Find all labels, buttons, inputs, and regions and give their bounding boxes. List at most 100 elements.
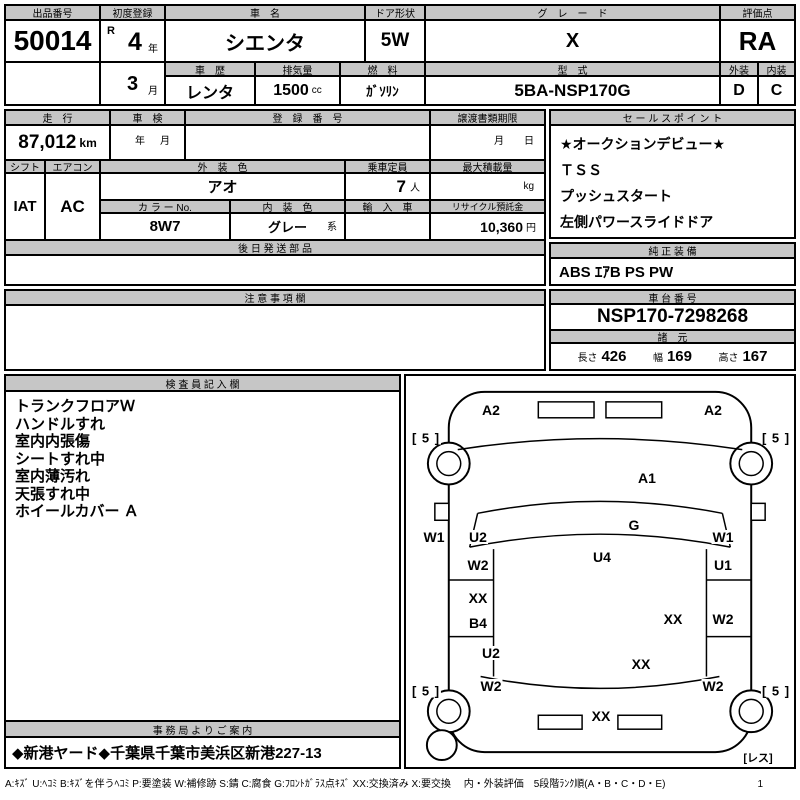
inspector-note-item: トランクフロアＷ [15, 398, 136, 415]
damage-marker-5-2: [ 5 ] [410, 430, 442, 446]
damage-marker-G-8: G [627, 517, 641, 533]
interior-color-value: グレー [267, 220, 307, 235]
damage-marker-5-3: [ 5 ] [760, 430, 792, 446]
history-value: レンタ [165, 76, 255, 105]
damage-marker-W2-17: W2 [479, 678, 503, 694]
aircon-label: エアコン [45, 160, 100, 173]
length-label: 長さ [577, 353, 598, 364]
length-value: 426 [601, 348, 627, 365]
width-value: 169 [666, 348, 692, 365]
capacity-value: 7 [396, 176, 406, 196]
registration-number-label: 登 録 番 号 [185, 110, 430, 125]
color-number-value: 8W7 [100, 213, 230, 240]
score-value: RA [720, 20, 795, 62]
registration-year: 4 [128, 28, 142, 56]
first-registration-label: 初度登録 [100, 5, 165, 20]
import-label: 輸 入 車 [345, 200, 430, 213]
registration-number-value-cell [185, 125, 430, 160]
fuel-label: 燃 料 [340, 62, 425, 76]
inspector-notes-label: 検 査 員 記 入 欄 [5, 375, 400, 391]
max-load-unit: kg [523, 181, 534, 192]
exterior-color-label: 外 装 色 [100, 160, 345, 173]
capacity-label: 乗車定員 [345, 160, 430, 173]
model-code-value: 5BA-NSP170G [425, 76, 720, 105]
inspector-note-item: 室内薄汚れ [15, 468, 91, 485]
transfer-month-unit: 月 [494, 136, 504, 147]
damage-marker-U2-16: U2 [481, 645, 501, 661]
capacity-unit: 人 [410, 183, 420, 194]
interior-grade-label: 内装 [758, 62, 795, 76]
height-label: 高さ [718, 353, 739, 364]
sales-point-item: プッシュスタート [560, 188, 672, 204]
score-label: 評価点 [720, 5, 795, 20]
damage-marker-A2-1: A2 [703, 402, 723, 418]
sales-point-item: ＴＳＳ [560, 162, 602, 178]
import-value-cell [345, 213, 430, 240]
displacement-unit: cc [311, 85, 322, 96]
damage-marker-A2-0: A2 [481, 402, 501, 418]
aircon-value: AC [45, 173, 100, 240]
later-shipped-parts-value-cell [5, 255, 545, 285]
legend-text: A:ｷｽﾞ U:ﾍｺﾐ B:ｷｽﾞを伴うﾍｺﾐ P:要塗装 W:補修跡 S:錆 … [5, 779, 666, 790]
damage-marker-W1-10: W1 [711, 529, 735, 545]
displacement-value-cell: 1500 cc [255, 76, 340, 105]
damage-marker-XX-18: XX [630, 656, 652, 672]
model-code-label: 型 式 [425, 62, 720, 76]
chassis-number-label: 車 台 番 号 [550, 290, 795, 304]
interior-grade-value: C [758, 76, 795, 105]
inspection-expiry-label: 車 検 [110, 110, 185, 125]
damage-marker-U4-9: U4 [592, 549, 612, 565]
page-number: 1 [757, 779, 763, 790]
max-load-value-cell: kg [430, 173, 545, 200]
recycle-deposit-value-cell: 10,360 円 [430, 213, 545, 240]
sales-point-item: ★オークションデビュー★ [560, 136, 726, 152]
transfer-deadline-label: 譲渡書類期限 [430, 110, 545, 125]
damage-marker-W2-7: W2 [466, 557, 490, 573]
door-shape-value: 5W [365, 20, 425, 62]
first-registration-year-cell: R 4 年 [100, 20, 165, 62]
genuine-equipment-value: ABS ｴｱB PS PW [550, 258, 795, 285]
chassis-number-value: NSP170-7298268 [550, 304, 795, 330]
interior-color-suffix: 系 [327, 222, 337, 233]
auction-no-empty-cell [5, 62, 100, 105]
damage-marker-U2-6: U2 [468, 529, 488, 545]
later-shipped-parts-label: 後 日 発 送 部 品 [5, 240, 545, 255]
shift-label: シフト [5, 160, 45, 173]
recycle-deposit-value: 10,360 [480, 218, 523, 235]
exterior-grade-value: D [720, 76, 758, 105]
era-letter: R [107, 25, 115, 37]
width-label: 幅 [652, 353, 663, 364]
color-number-label: カ ラ ー No. [100, 200, 230, 213]
dimensions-label: 諸 元 [550, 330, 795, 343]
door-shape-label: ドア形状 [365, 5, 425, 20]
inspection-expiry-value-cell: 年 月 [110, 125, 185, 160]
office-info-label: 事 務 局 よ り ご 案 内 [5, 721, 400, 737]
grade-label: グ レ ー ド [425, 5, 720, 20]
inspector-note-item: 天張すれ中 [15, 485, 91, 503]
legend-bar: A:ｷｽﾞ U:ﾍｺﾐ B:ｷｽﾞを伴うﾍｺﾐ P:要塗装 W:補修跡 S:錆 … [5, 774, 795, 796]
sales-point-item: 左側パワースライドドア [560, 214, 714, 230]
recycle-deposit-unit: 円 [526, 223, 536, 234]
damage-marker-A1-4: A1 [637, 470, 657, 486]
displacement-value: 1500 [273, 81, 309, 99]
height-value: 167 [742, 348, 768, 365]
office-info-value: ◆新港ヤード◆千葉県千葉市美浜区新港227-13 [5, 737, 400, 768]
damage-marker-XX-14: XX [662, 611, 684, 627]
inspector-note-item: シートすれ中 [15, 450, 106, 468]
inspector-notes-list: トランクフロアＷ ハンドルすれ 室内内張傷 シートすれ中 室内薄汚れ 天張すれ中… [5, 391, 400, 721]
damage-marker-XX-22: XX [590, 708, 612, 724]
inspection-month-unit: 月 [160, 136, 170, 147]
damage-marker-U1-11: U1 [713, 557, 733, 573]
max-load-label: 最大積載量 [430, 160, 545, 173]
fuel-value: ｶﾞｿﾘﾝ [340, 76, 425, 105]
displacement-label: 排気量 [255, 62, 340, 76]
damage-marker-XX-12: XX [467, 590, 489, 606]
damage-marker-5-21: [ 5 ] [760, 683, 792, 699]
damage-marker-note-23: [レス] [742, 752, 774, 765]
mileage-value-cell: 87,012 km [5, 125, 110, 160]
cautions-label: 注 意 事 項 欄 [5, 290, 545, 305]
mileage-unit: km [79, 135, 97, 150]
sales-points-list: ★オークションデビュー★ ＴＳＳ プッシュスタート 左側パワースライドドア [550, 125, 795, 238]
interior-color-value-cell: グレー 系 [230, 213, 345, 240]
